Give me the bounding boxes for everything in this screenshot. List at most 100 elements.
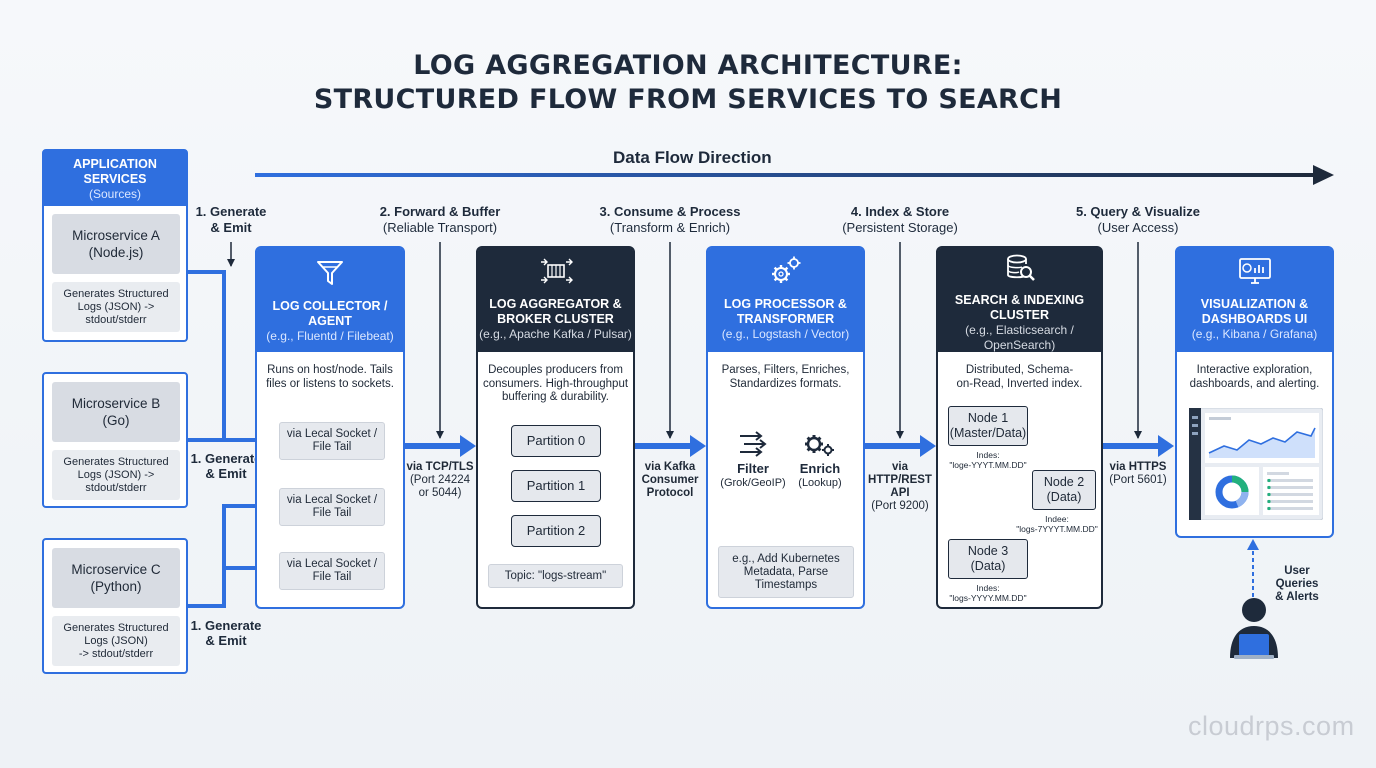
conn1-line-3: or 5044) [418,487,462,499]
app-services-header: APPLICATION SERVICES (Sources) [44,151,186,204]
dashboard-monitor-icon [1238,258,1271,284]
app-services-header-box: APPLICATION SERVICES (Sources) [42,149,188,206]
log-collector-header: LOG COLLECTOR / AGENT (e.g., Fluentd / F… [257,248,403,352]
search-node-2-index: Indee:"logs-7YYYT.MM.DD" [1010,514,1104,534]
stage-4-step: 4. Index & Store [850,204,950,219]
search-cluster-desc: Distributed, Schema- on-Read, Inverted i… [940,364,1099,391]
visualization-subtitle: (e.g., Kibana / Grafana) [1191,327,1318,341]
microservice-c-card[interactable]: Microservice C (Python) Generates Structu… [42,538,188,674]
emit-bot-line-1: 1. Generate [190,618,262,633]
search-cluster-title-1: SEARCH & INDEXING [954,293,1085,307]
microservice-c-name: Microservice C (Python) [52,548,180,608]
processor-example-3: Timestamps [754,578,818,591]
aggregator-to-processor-label: via Kafka Consumer Protocol [634,461,706,500]
enrich-sub: (Lookup) [798,477,842,489]
search-cluster-desc-2: on-Read, Inverted index. [956,377,1083,390]
visualization-desc-1: Interactive exploration, [1196,364,1313,376]
topic-label: Topic: "logs-stream" [488,564,623,588]
search-node-2-line-1: Node 2 [1043,475,1085,489]
search-node-3: Node 3(Data) [948,539,1028,579]
log-aggregator-desc-1: Decouples producers from [488,364,623,376]
partition-2: Partition 2 [511,515,601,547]
microservice-a-name-1: Microservice A [72,228,160,243]
user-queries-line-2: & Alerts [1275,591,1319,603]
search-node-3-index: Indes:"logs-YYYY.MM.DD" [940,583,1036,603]
visualization-desc: Interactive exploration, dashboards, and… [1179,364,1330,391]
microservice-a-name: Microservice A (Node.js) [52,214,180,274]
search-cluster-subtitle-1: (e.g., Elasticsearch / [965,323,1074,337]
partition-0: Partition 0 [511,425,601,457]
stage-2-sub: (Reliable Transport) [382,220,498,235]
log-processor-column[interactable]: LOG PROCESSOR & TRANSFORMER (e.g., Logst… [706,246,865,609]
search-node-1-index: Indes:"loge-YYYT.MM.DD" [940,450,1036,470]
data-flow-arrow [255,165,1334,185]
microservice-a-desc-3: stdout/stderr [85,313,147,326]
visualization-header: VISUALIZATION & DASHBOARDS UI (e.g., Kib… [1177,248,1332,352]
microservice-c-desc-1: Generates Structured [63,621,169,634]
collector-socket-2-line-1: via Lecal Socket / [286,494,378,506]
log-aggregator-title-1: LOG AGGREGATOR & [489,297,622,311]
log-processor-desc-2: Standardizes formats. [729,377,842,390]
watermark: cloudrps.com [1188,711,1355,741]
microservice-a-name-2: (Node.js) [88,245,144,260]
stage-5-label: 5. Query & Visualize (User Access) [1058,204,1218,236]
search-node-3-line-1: Node 3 [967,544,1009,558]
app-services-title-2: SERVICES [83,172,147,186]
search-node-2-line-2: (Data) [1046,490,1082,504]
microservice-c-desc-3: -> stdout/stderr [78,647,154,660]
emit-mid-line-1: 1. Generate [190,451,262,466]
visualization-title-1: VISUALIZATION & [1200,297,1309,311]
filter-sub: (Grok/GeoIP) [720,477,786,489]
title-line-1: LOG AGGREGATION ARCHITECTURE: [413,50,963,81]
stage-5-step: 5. Query & Visualize [1075,204,1201,219]
microservice-a-card[interactable]: Microservice A (Node.js) Generates Struct… [42,206,188,342]
log-aggregator-desc-2: consumers. High-throughput [482,377,629,390]
visualization-column[interactable]: VISUALIZATION & DASHBOARDS UI (e.g., Kib… [1175,246,1334,538]
stage-pointers [227,242,1142,439]
microservice-c-name-2: (Python) [90,579,142,594]
search-node-1-idx-1: Indes: [976,450,1000,460]
filter-label: Filter [737,461,769,476]
emit-label-mid: 1. Generate & Emit [186,451,266,481]
stage-2-label: 2. Forward & Buffer (Reliable Transport) [360,204,520,236]
collector-socket-3-line-2: File Tail [312,571,352,583]
conn2-line-2: Consumer [641,474,699,486]
visualization-title-2: DASHBOARDS UI [1201,312,1308,326]
search-node-2-idx-2: "logs-7YYYT.MM.DD" [1016,524,1098,534]
search-cluster-column[interactable]: SEARCH & INDEXING CLUSTER (e.g., Elastic… [936,246,1103,609]
user-queries-line-1: User Queries [1275,565,1319,590]
stage-4-label: 4. Index & Store (Persistent Storage) [820,204,980,236]
log-collector-column[interactable]: LOG COLLECTOR / AGENT (e.g., Fluentd / F… [255,246,405,609]
collector-socket-2-line-2: File Tail [312,507,352,519]
log-processor-desc-1: Parses, Filters, Enriches, [721,364,850,376]
log-aggregator-column[interactable]: LOG AGGREGATOR & BROKER CLUSTER (e.g., A… [476,246,635,609]
log-aggregator-desc-3: buffering & durability. [502,391,609,403]
conn3-line-4: (Port 9200) [871,500,929,512]
stage-1-step: 1. Generate [195,204,267,219]
search-node-3-idx-2: "logs-YYYY.MM.DD" [949,593,1027,603]
microservice-c-name-1: Microservice C [71,562,161,577]
search-node-3-line-2: (Data) [970,559,1006,573]
microservice-b-name-1: Microservice B [71,396,161,411]
stage-3-sub: (Transform & Enrich) [609,220,731,235]
search-node-1-line-1: Node 1 [967,411,1009,425]
search-node-2: Node 2(Data) [1032,470,1096,510]
processor-example-1: e.g., Add Kubernetes [732,552,840,565]
user-query-arrow [1247,539,1259,597]
conn4-line-1: via HTTPS [1109,461,1167,473]
search-node-3-idx-1: Indes: [976,583,1000,593]
conn3-line-3: API [890,487,910,499]
processor-to-search-label: via HTTP/REST API (Port 9200) [862,461,938,513]
log-processor-header: LOG PROCESSOR & TRANSFORMER (e.g., Logst… [708,248,863,352]
collector-to-aggregator-label: via TCP/TLS (Port 24224 or 5044) [404,461,476,500]
log-processor-title-2: TRANSFORMER [736,312,835,326]
stage-3-label: 3. Consume & Process (Transform & Enrich… [590,204,750,236]
conn3-line-1: via [892,461,908,473]
microservice-a-desc-2: Logs (JSON) -> [77,300,155,313]
dashboard-preview [1189,408,1323,520]
search-cluster-desc-1: Distributed, Schema- [965,364,1074,376]
filter-icon [740,431,767,457]
